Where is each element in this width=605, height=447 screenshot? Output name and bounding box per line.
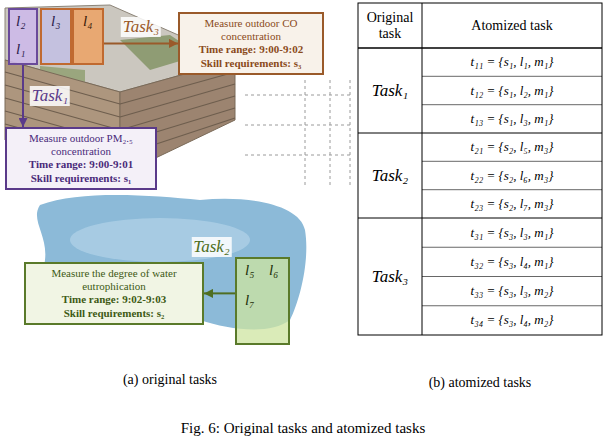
location-box: l₃ (40, 8, 72, 65)
task-name: Task₃ (121, 17, 161, 37)
task-callout: Measure outdoor CO concentrationTime ran… (178, 12, 324, 75)
location-label: l₅ (245, 261, 254, 279)
task-text: Time range: 9:00-9:02 (185, 43, 317, 56)
table-cell: t₁₃ = {s₁, l₃, m₁} (471, 111, 554, 127)
location-label: l₃ (51, 12, 60, 30)
table-cell: t₃₃ = {s₃, l₃, m₂} (471, 283, 554, 299)
table-cell: t₃₂ = {s₃, l₄, m₁} (471, 254, 554, 270)
task-text: Skill requirements: s₂ (31, 307, 197, 320)
task-callout: Measure outdoor PM₂.₅ concentrationTime … (5, 127, 157, 190)
table-cell: Task₃ (372, 267, 408, 287)
location-box: l₄ (72, 8, 104, 65)
figure-caption: Fig. 6: Original tasks and atomized task… (181, 420, 426, 437)
table-cell: t₃₄ = {s₃, l₄, m₂} (471, 312, 554, 328)
location-label: l₇ (245, 291, 254, 309)
task-text: Time range: 9:02-9:03 (31, 293, 197, 306)
grid-lines (245, 80, 352, 185)
table-cell: t₂₁ = {s₂, l₅, m₃} (471, 139, 554, 155)
task-text: Skill requirements: s₁ (12, 172, 150, 185)
location-label: l₆ (269, 261, 278, 279)
task-arrow (22, 65, 24, 127)
task-text: Skill requirements: s₃ (185, 57, 317, 70)
table-cell: t₃₁ = {s₃, l₃, m₁} (471, 225, 554, 241)
task-text: Measure outdoor CO concentration (185, 17, 317, 43)
table-cell: t₂₂ = {s₂, l₆, m₃} (471, 168, 554, 184)
table-cell: t₁₂ = {s₁, l₂, m₁} (471, 83, 554, 99)
location-box: l₅ l₆ l₇ (235, 257, 290, 345)
task-arrow (204, 292, 235, 294)
task-name: Task₁ (30, 86, 70, 106)
table-cell: Task₂ (372, 166, 408, 186)
task-callout: Measure the degree of water eutrophicati… (24, 262, 204, 325)
location-box: l₂ l₁ (8, 8, 38, 65)
location-label: l₁ (16, 40, 25, 58)
subfigure-caption: (b) atomized tasks (429, 375, 532, 391)
subfigure-caption: (a) original tasks (123, 372, 217, 388)
table-grid (358, 3, 602, 335)
task-text: Measure outdoor PM₂.₅ concentration (12, 132, 150, 158)
table-cell: t₁₁ = {s₁, l₁, m₁} (471, 54, 554, 70)
task-arrow (104, 42, 178, 44)
table-cell: Task₁ (372, 81, 408, 101)
lake-highlight (70, 218, 250, 262)
location-label: l₄ (83, 12, 92, 30)
table-header: Original task (360, 10, 420, 42)
task-name: Task₂ (191, 237, 231, 257)
task-text: Measure the degree of water eutrophicati… (31, 267, 197, 293)
location-label: l₂ (16, 12, 25, 30)
task-text: Time range: 9:00-9:01 (12, 158, 150, 171)
table-header: Atomized task (471, 18, 552, 34)
table-cell: t₂₃ = {s₂, l₇, m₃} (471, 196, 554, 212)
